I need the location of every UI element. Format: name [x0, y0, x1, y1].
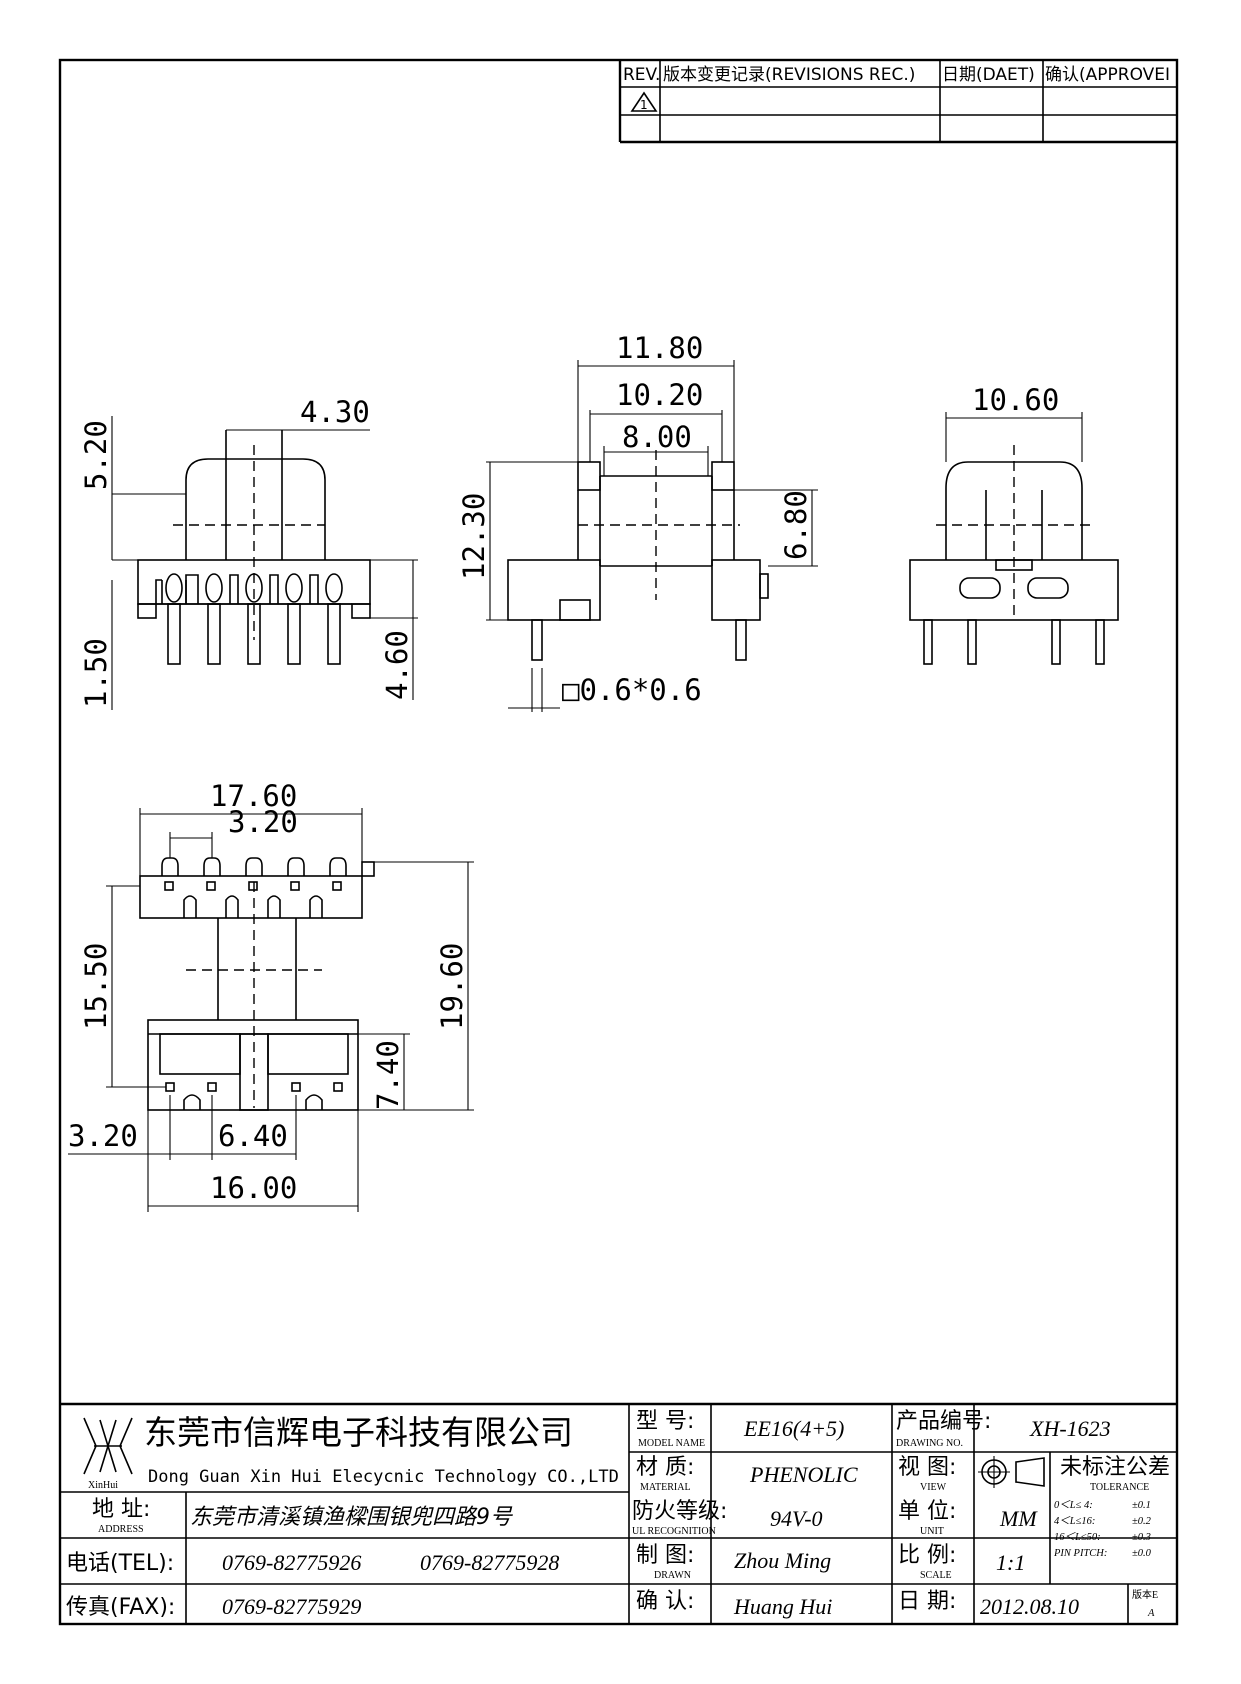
tolerance-value-2: ±0.2	[1132, 1516, 1152, 1527]
unit-value: MM	[999, 1506, 1038, 1531]
company-name-en: Dong Guan Xin Hui Elecycnic Technology C…	[148, 1467, 619, 1487]
drawing-no-value: XH-1623	[1029, 1416, 1111, 1441]
scale-label: 比 例:	[898, 1543, 956, 1568]
tolerance-label: 未标注公差	[1060, 1455, 1170, 1480]
revisions-record-header: 版本变更记录(REVISIONS REC.)	[663, 65, 915, 85]
view-label: 视 图:	[898, 1455, 956, 1480]
drawn-label-en: DRAWN	[654, 1570, 691, 1581]
xinhui-logo-icon	[83, 1417, 133, 1475]
confirm-label: 确 认:	[636, 1589, 694, 1614]
dim-17-60: 17.60	[210, 779, 297, 813]
material-value: PHENOLIC	[749, 1462, 858, 1487]
tolerance-range-3: 16＜L≤50:	[1054, 1531, 1101, 1543]
dim-11-80: 11.80	[616, 331, 703, 365]
plan-view	[68, 808, 474, 1212]
fire-rating-label-en: UL RECOGNITION	[632, 1526, 716, 1537]
unit-label-en: UNIT	[920, 1526, 944, 1537]
company-name-cn: 东莞市信辉电子科技有限公司	[144, 1413, 573, 1452]
fax-value: 0769-82775929	[222, 1594, 361, 1619]
tolerance-value-4: ±0.0	[1132, 1548, 1152, 1559]
scale-value: 1:1	[996, 1550, 1025, 1575]
tel-1: 0769-82775926	[222, 1550, 361, 1575]
model-label-en: MODEL NAME	[638, 1438, 705, 1449]
drawing-frame	[58, 58, 1179, 1626]
tolerance-value-1: ±0.1	[1132, 1500, 1151, 1511]
front-view	[111, 416, 418, 710]
dim-pin-size: □0.6*0.6	[562, 673, 702, 707]
rev-header: REV.	[623, 65, 660, 85]
dim-10-60: 10.60	[972, 383, 1059, 417]
projection-symbol-icon	[978, 1456, 1045, 1488]
end-view	[909, 412, 1119, 665]
material-label-en: MATERIAL	[640, 1482, 691, 1493]
side-view	[486, 360, 818, 712]
address-value: 东莞市清溪镇渔樑围银兜四路9号	[190, 1505, 513, 1530]
address-label-en: ADDRESS	[98, 1524, 144, 1535]
drawing-no-label: 产品编号:	[896, 1409, 991, 1434]
fax-label: 传真(FAX):	[66, 1595, 175, 1620]
material-label: 材 质:	[636, 1455, 694, 1480]
version-label: 版本E	[1132, 1588, 1158, 1601]
dim-4-60: 4.60	[380, 630, 414, 700]
version-value: A	[1147, 1608, 1155, 1619]
dim-6-80: 6.80	[779, 490, 813, 560]
model-value: EE16(4+5)	[743, 1416, 844, 1441]
tel-2: 0769-82775928	[420, 1550, 559, 1575]
logo-text: XinHui	[88, 1480, 118, 1491]
date-label: 日 期:	[898, 1589, 956, 1614]
revision-triangle-icon	[630, 91, 658, 112]
tolerance-range-4: PIN PITCH:	[1053, 1548, 1107, 1559]
revision-table: REV. 版本变更记录(REVISIONS REC.) 日期(DAET) 确认(…	[618, 60, 1177, 144]
tolerance-range-2: 4＜L≤16:	[1054, 1515, 1095, 1527]
dim-8-00: 8.00	[622, 420, 692, 454]
dim-6-40: 6.40	[218, 1119, 288, 1153]
tolerance-value-3: ±0.3	[1132, 1532, 1151, 1543]
tolerance-range-1: 0＜L≤ 4:	[1054, 1499, 1093, 1511]
dim-15-50: 15.50	[79, 943, 113, 1030]
drawn-label: 制 图:	[636, 1543, 694, 1568]
drawing-no-label-en: DRAWING NO.	[896, 1438, 963, 1449]
dim-12-30: 12.30	[457, 493, 491, 580]
dim-1-50: 1.50	[79, 638, 113, 708]
dim-19-60: 19.60	[435, 943, 469, 1030]
fire-rating-label: 防火等级:	[632, 1499, 727, 1524]
dim-5-20: 5.20	[79, 420, 113, 490]
title-block	[60, 1402, 1177, 1624]
dim-3-20-pitch: 3.20	[228, 805, 298, 839]
drawn-by-value: Zhou Ming	[734, 1548, 831, 1573]
date-value: 2012.08.10	[980, 1594, 1079, 1619]
revision-mark: 1	[640, 98, 648, 112]
dim-7-40: 7.40	[371, 1040, 405, 1110]
address-label: 地 址:	[92, 1497, 150, 1522]
revision-date-header: 日期(DAET)	[942, 65, 1035, 85]
dim-4-30: 4.30	[300, 395, 370, 429]
tolerance-label-en: TOLERANCE	[1090, 1482, 1149, 1493]
dim-10-20: 10.20	[616, 378, 703, 412]
approval-header: 确认(APPROVEI	[1045, 65, 1170, 85]
model-label: 型 号:	[636, 1409, 694, 1434]
fire-rating-value: 94V-0	[770, 1506, 823, 1531]
dim-3-20-offset: 3.20	[68, 1119, 138, 1153]
confirmed-by-value: Huang Hui	[733, 1594, 832, 1619]
view-label-en: VIEW	[920, 1482, 947, 1493]
unit-label: 单 位:	[898, 1499, 956, 1524]
tel-label: 电话(TEL):	[66, 1551, 174, 1576]
dim-16-00: 16.00	[210, 1171, 297, 1205]
scale-label-en: SCALE	[920, 1570, 952, 1581]
